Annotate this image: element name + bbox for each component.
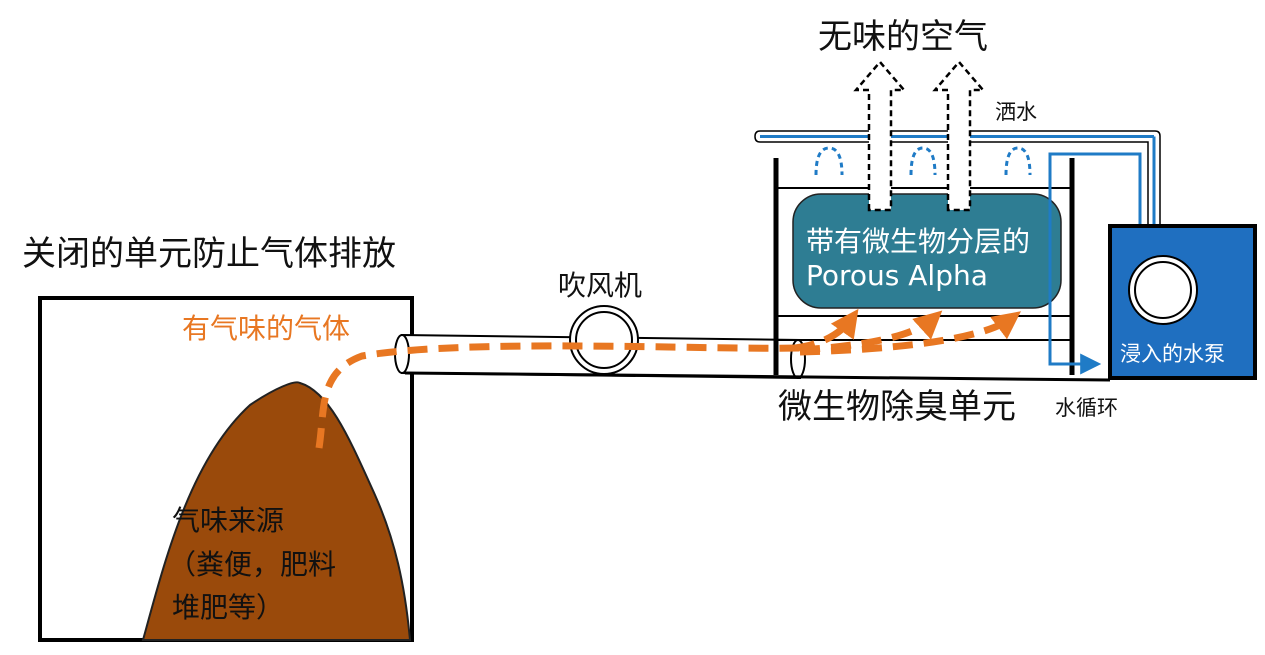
blower-icon <box>569 305 639 375</box>
pump-label: 浸入的水泵 <box>1120 342 1225 366</box>
water-circulation-line <box>1048 152 1142 375</box>
odorless-air-arrow <box>932 60 986 212</box>
odorless-air-label: 无味的空气 <box>818 17 988 57</box>
deodorization-unit-label: 微生物除臭单元 <box>778 387 1016 427</box>
odor-source-label-line1: 气味来源 <box>172 504 285 537</box>
odorless-air-arrow <box>853 60 907 212</box>
water-circulation-label: 水循环 <box>1055 396 1118 420</box>
odorous-gas-label: 有气味的气体 <box>182 312 351 345</box>
media-label-line1: 带有微生物分层的 <box>806 225 1031 258</box>
odor-source-mound <box>141 381 412 641</box>
porous-media-block <box>792 193 1062 309</box>
ground-line <box>404 371 1111 382</box>
sprinkler-label: 洒水 <box>995 100 1037 124</box>
pump-icon <box>1128 255 1198 325</box>
odor-source-label-line3: 堆肥等） <box>172 591 285 624</box>
media-label-line2: Porous Alpha <box>806 259 988 292</box>
odor-source-label-line2: （粪便，肥料 <box>168 548 337 581</box>
blower-label: 吹风机 <box>558 269 643 302</box>
water-spray-icon <box>814 146 1032 176</box>
enclosed-unit-label: 关闭的单元防止气体排放 <box>22 234 396 274</box>
odorous-gas-flow <box>315 308 1021 449</box>
